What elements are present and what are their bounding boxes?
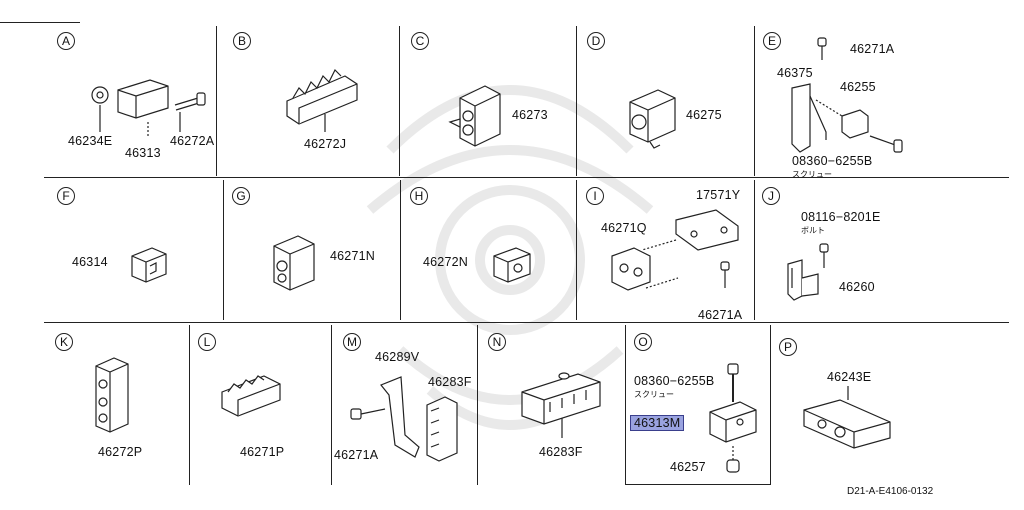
part-drawing-o[interactable] [700,360,770,480]
part-number[interactable]: 17571Y [696,188,741,202]
part-drawing-d[interactable] [620,80,690,150]
part-number[interactable]: 08116−8201E [801,210,881,224]
part-number[interactable]: 46272J [304,137,347,151]
part-number[interactable]: 46375 [777,66,813,80]
part-number[interactable]: 46260 [839,280,875,294]
part-number[interactable]: 46283F [428,375,472,389]
part-number[interactable]: 46314 [72,255,108,269]
part-number[interactable]: 46271Q [601,221,647,235]
part-number[interactable]: 46271P [240,445,285,459]
section-letter-l: L [198,333,216,351]
diagram-code: D21-A-E4106-0132 [847,486,934,497]
section-letter-d: D [587,32,605,50]
section-letter-f: F [57,187,75,205]
section-letter-j: J [762,187,780,205]
part-number[interactable]: 46257 [670,460,706,474]
part-number[interactable]: 46255 [840,80,876,94]
part-note: スクリュー [634,390,674,399]
part-drawing-p[interactable] [800,386,895,456]
part-drawing-h[interactable] [490,242,540,292]
part-number[interactable]: 46271A [698,308,743,322]
part-number[interactable]: 46271A [850,42,895,56]
part-number[interactable]: 46313 [125,146,161,160]
section-letter-k: K [55,333,73,351]
part-note: スクリュー [792,170,832,179]
part-drawing-c[interactable] [448,78,515,153]
part-number[interactable]: 08360−6255B [634,374,715,388]
part-number[interactable]: 08360−6255B [792,154,873,168]
part-number[interactable]: 46272N [423,255,468,269]
part-drawing-e[interactable] [780,36,920,166]
part-number[interactable]: 46271N [330,249,375,263]
section-letter-m: M [343,333,361,351]
part-drawing-j[interactable] [780,238,840,308]
part-number[interactable]: 46289V [375,350,420,364]
part-drawing-a[interactable] [80,60,220,140]
part-number[interactable]: 46275 [686,108,722,122]
section-letter-n: N [488,333,506,351]
section-letter-o: O [634,333,652,351]
part-drawing-f[interactable] [128,242,178,292]
part-number[interactable]: 46272A [170,134,215,148]
part-drawing-g[interactable] [266,228,331,296]
part-number[interactable]: 46272P [98,445,143,459]
part-drawing-l[interactable] [218,372,288,422]
part-number[interactable]: 46283F [539,445,583,459]
part-drawing-k[interactable] [90,352,140,442]
part-drawing-n[interactable] [518,368,618,443]
part-number[interactable]: 46271A [334,448,379,462]
part-number-highlighted[interactable]: 46313M [630,415,685,431]
section-letter-p: P [779,338,797,356]
part-note: ボルト [801,226,825,235]
section-letter-g: G [232,187,250,205]
section-letter-b: B [233,32,251,50]
section-letter-h: H [410,187,428,205]
part-number[interactable]: 46243E [827,370,872,384]
part-number[interactable]: 46273 [512,108,548,122]
section-letter-e: E [763,32,781,50]
section-letter-i: I [586,187,604,205]
part-drawing-i[interactable] [606,200,751,305]
part-drawing-b[interactable] [285,66,365,136]
section-letter-a: A [57,32,75,50]
part-drawing-m[interactable] [345,365,465,465]
section-letter-c: C [411,32,429,50]
part-number[interactable]: 46234E [68,134,113,148]
